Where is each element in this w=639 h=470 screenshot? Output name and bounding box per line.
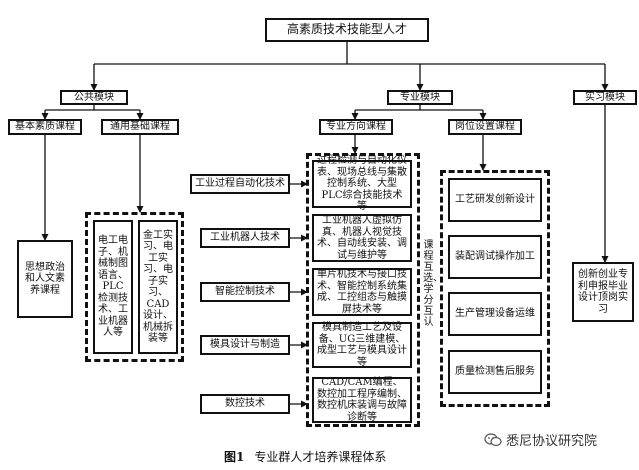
- figure-caption: 图1 专业群人才培养课程体系: [224, 448, 386, 465]
- direction-name-node: 数控技术: [200, 394, 290, 414]
- internship-content-node: 创新创业专利申报毕业设计顶岗实习: [572, 262, 634, 322]
- watermark-text: 悉尼协议研究院: [506, 434, 598, 449]
- basic-quality-course-node: 基本素质课程: [8, 119, 82, 135]
- direction-name-node: 工业过程自动化技术: [190, 174, 290, 194]
- ideology-humanities-node: 思想政治和人文素养课程: [17, 240, 73, 318]
- general-basic-course-node: 通用基础课程: [101, 119, 179, 135]
- direction-course-content-node: 单片机技术与接口技术、智能控制系统集成、工控组态与触摸屏技术等: [312, 268, 412, 316]
- direction-course-node: 专业方向课程: [319, 119, 393, 135]
- position-node: 生产管理设备运维: [448, 292, 542, 336]
- direction-course-content-node: 模具制造工艺及设备、UG三维建模、成型工艺与模具设计等: [312, 322, 412, 368]
- position-node: 质量检测售后服务: [448, 350, 542, 394]
- position-node: 装配调试操作加工: [448, 235, 542, 279]
- direction-name-node: 工业机器人技术: [200, 228, 290, 248]
- basic-courses-left-node: 电工电子、机械制图语言、PLC检测技术、工业机器人等: [93, 220, 133, 354]
- direction-name-node: 模具设计与制造: [200, 335, 290, 355]
- caption-text: 专业群人才培养课程体系: [254, 450, 387, 464]
- mutual-selection-label: 课程互选、学分互认: [423, 240, 443, 328]
- position-course-node: 岗位设置课程: [448, 119, 522, 135]
- direction-course-content-node: 过程检测与自动化仪表、现场总线与集散控制系统、大型PLC综合技能技术等: [312, 155, 412, 212]
- wechat-icon: [484, 432, 502, 446]
- public-module-node: 公共模块: [60, 90, 128, 105]
- direction-course-content-node: CAD/CAM编程、数控加工程序编制、数控机床装调与故障诊断等: [312, 377, 412, 423]
- position-node: 工艺研发创新设计: [448, 178, 542, 222]
- position-course-group: [440, 170, 550, 407]
- general-basic-group: [85, 212, 184, 362]
- direction-course-content-node: 工业机器人虚拟仿真、机器人视觉技术、自动线安装、调试与维护等: [312, 214, 412, 262]
- watermark: 悉尼协议研究院: [484, 430, 597, 449]
- root-node: 高素质技术技能型人才: [265, 18, 429, 42]
- internship-module-node: 实习模块: [573, 90, 637, 105]
- direction-name-node: 智能控制技术: [200, 282, 290, 302]
- caption-number: 图1: [224, 450, 245, 464]
- basic-courses-right-node: 金工实习、电工实习、电子实习、CAD设计、机械拆装等: [138, 220, 178, 354]
- direction-course-group: [306, 153, 420, 427]
- professional-module-node: 专业模块: [387, 90, 453, 105]
